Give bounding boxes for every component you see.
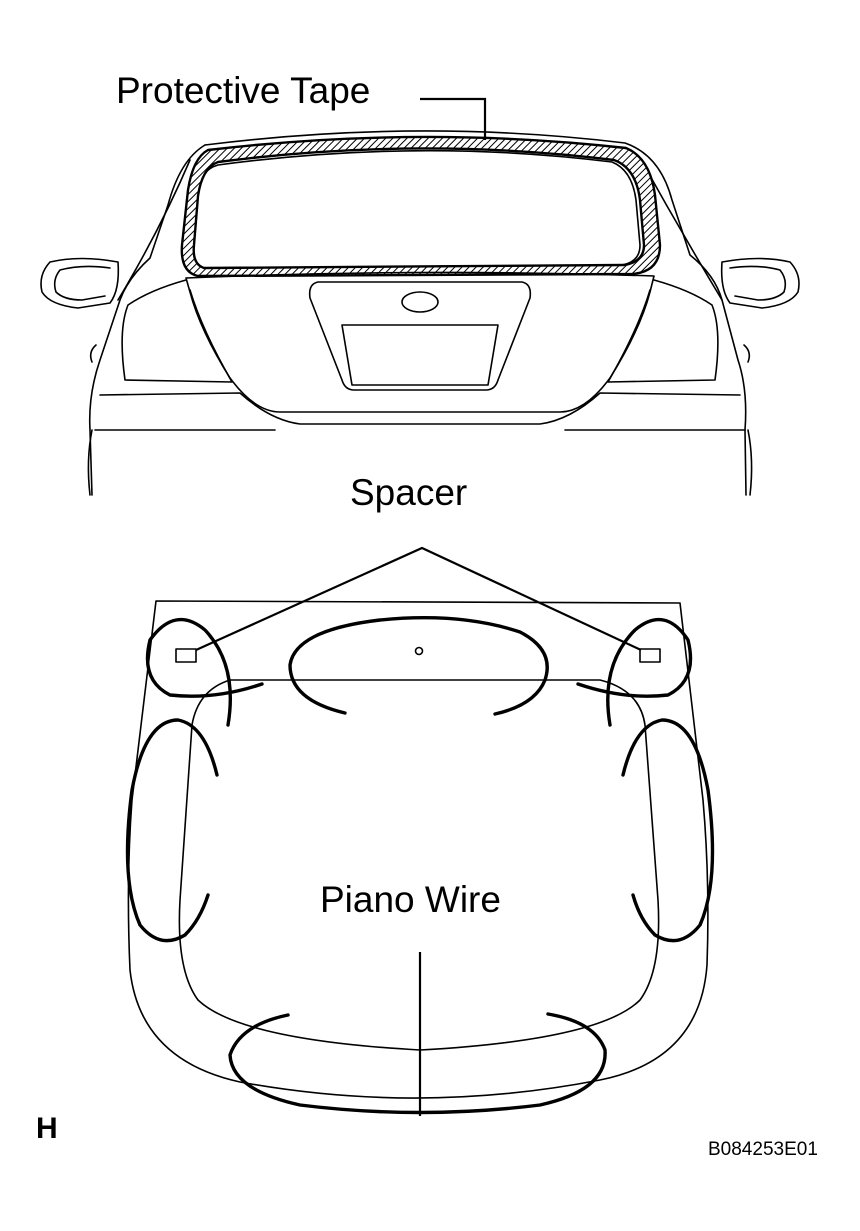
piano-wire-label: Piano Wire bbox=[320, 879, 501, 920]
protective-tape-band bbox=[180, 135, 662, 278]
rear-bumper-top bbox=[99, 392, 741, 425]
left-fender-detail bbox=[89, 344, 97, 363]
back-door-glass-view bbox=[127, 600, 709, 1099]
piano-wire-right-side bbox=[621, 718, 715, 943]
piano-wire-top-left-corner bbox=[145, 617, 264, 727]
protective-tape-label: Protective Tape bbox=[116, 70, 371, 111]
glass-hole bbox=[414, 646, 424, 656]
piano-wire-top-center bbox=[288, 616, 549, 716]
right-side-mirror bbox=[720, 257, 800, 309]
vehicle-left-pillar bbox=[117, 159, 191, 301]
right-fender-lower bbox=[747, 429, 753, 496]
piano-wire-bottom bbox=[228, 1012, 607, 1115]
license-plate-recess bbox=[308, 281, 532, 391]
piano-wire-left-side bbox=[125, 718, 219, 943]
piano-wire-top-right-corner bbox=[576, 617, 693, 727]
right-fender-detail bbox=[743, 344, 751, 363]
view-letter: H bbox=[36, 1112, 58, 1145]
piano-wire-paths bbox=[125, 616, 715, 1115]
vehicle-roof-outline bbox=[204, 130, 747, 496]
spacer-left bbox=[175, 648, 197, 663]
figure-code: B084253E01 bbox=[708, 1139, 818, 1160]
back-door-panel bbox=[185, 271, 655, 413]
right-mirror-inner bbox=[729, 265, 787, 301]
right-tail-lamp bbox=[607, 279, 719, 383]
vehicle-rear-view bbox=[40, 130, 800, 496]
left-tail-lamp bbox=[121, 279, 233, 383]
rear-emblem bbox=[401, 291, 439, 313]
protective-tape-leader bbox=[420, 97, 487, 140]
glass-outer-edge bbox=[127, 600, 709, 1099]
rear-window-glass bbox=[190, 149, 641, 269]
left-fender-lower bbox=[87, 429, 93, 496]
spacer-right bbox=[639, 648, 661, 663]
spacer-label: Spacer bbox=[350, 472, 468, 513]
left-side-mirror bbox=[40, 257, 120, 309]
left-mirror-inner bbox=[53, 265, 111, 301]
license-plate-area bbox=[341, 324, 499, 386]
spacer-leader bbox=[195, 546, 642, 652]
